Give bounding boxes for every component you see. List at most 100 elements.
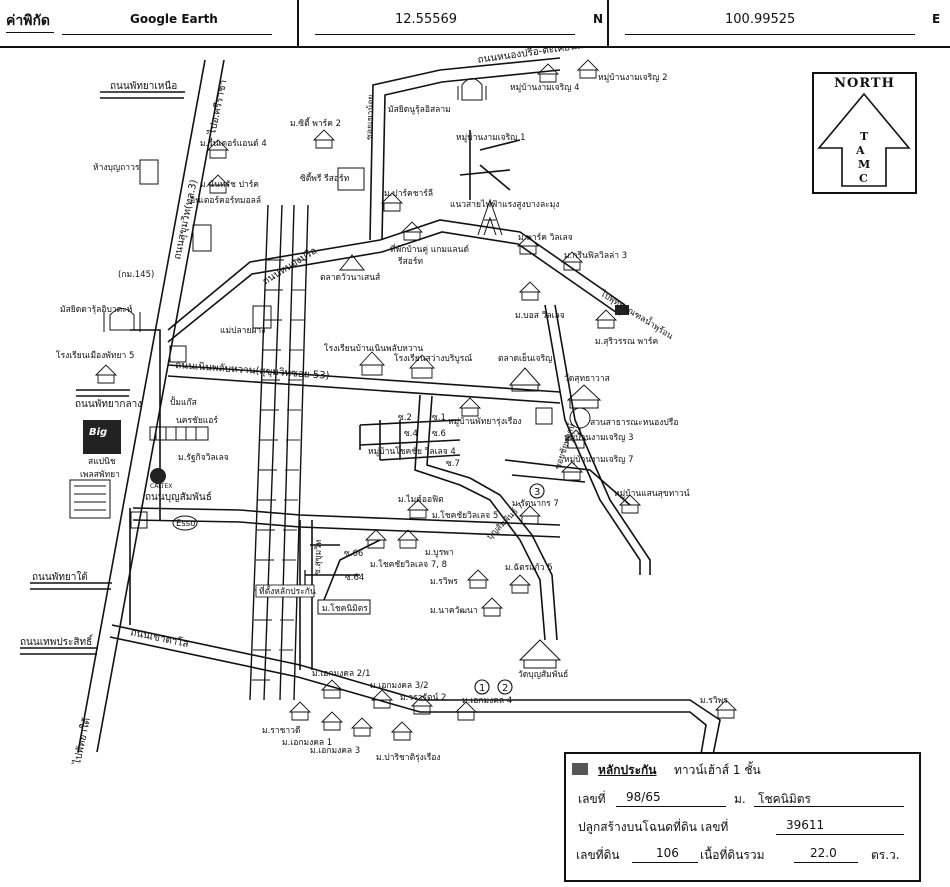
label-soi66: ซ.66 (344, 549, 363, 559)
mall-icon (69, 479, 111, 519)
road-label-soi-sukhumvit: ซ.สุขุมวิท (313, 539, 324, 575)
label-village-saensuk: หมู่บ้านแสนสุขทาวน์ (614, 488, 690, 499)
seven-eleven-icon (535, 407, 553, 425)
marker-3-label: 3 (534, 487, 540, 498)
label-wat-bunsamphan: วัดบุญสัมพันธ์ (518, 669, 568, 680)
landmark-icons (69, 78, 602, 669)
label-m-pruksa: ม.ปาร์คชาร์ลี (384, 188, 433, 199)
label-m-parichart: ม.ปาริชาติรุ่งเรือง (376, 752, 441, 763)
label-village-ngamcharoen7: หมู่บ้านงามเจริญ 7 (564, 454, 634, 465)
label-m-aek32: ม.เอกมงคล 3/2 (370, 681, 429, 691)
compass-letter-t: T (860, 130, 869, 143)
marker-1 (474, 679, 490, 695)
label-m-mike-office: ม.ไมค์ออฟิต (398, 494, 444, 505)
building-icon (139, 159, 365, 252)
label-m-aek3: ม.เอกมงคล 3 (310, 746, 360, 756)
label-m-rajawadee: ม.ราชาวดี (262, 725, 300, 736)
seven-eleven-icon (130, 511, 148, 529)
tree-icon (569, 407, 591, 438)
coord-label: ค่าพิกัด (6, 13, 51, 29)
label-soi2: ซ.2 (398, 413, 412, 423)
label-intersect-mall: อินเตอร์คอร์ทมอลล์ (190, 195, 261, 206)
label-village-ngamcharoen4: หมู่บ้านงามเจริญ 4 (510, 82, 580, 93)
village-value: โชคนิมิตร (758, 792, 811, 806)
label-m-sura: ม.สุริวรรณ พาร์ค (595, 336, 658, 347)
label-m-nanthrai: ม.นันทรัช ปาร์ค (200, 179, 259, 190)
marker-2 (497, 679, 513, 695)
longitude-value: 100.99525 (725, 12, 796, 27)
mosque-icon (103, 308, 141, 332)
label-m-aek4: ม.เอกมงคล 4 (462, 696, 512, 706)
label-market-yen-charoen: ตลาดเย็นเจริญ (498, 352, 552, 364)
label-m-rungruang: หมู่บ้านพัทยารุ่งเรือง (448, 416, 522, 427)
deed-label: ปลูกสร้างบนโฉนดที่ดิน เลขที่ (578, 820, 729, 834)
label-school-nenplab: โรงเรียนบ้านเนินพลับหวาน (324, 343, 423, 354)
market-icon (338, 254, 542, 392)
label-m-ratanakorn7: ม.รัตนากร 7 (512, 499, 559, 509)
header-divider-1 (297, 0, 299, 46)
latitude-dir: N (593, 12, 604, 26)
area-value: 22.0 (810, 846, 837, 860)
road-label-to-banglamung: ไปพุทธมณฑลน้ำพุร้อน (598, 287, 676, 342)
tower-icon (477, 198, 503, 236)
marker-1-label: 1 (479, 683, 485, 694)
label-soi4: ซ.4 (404, 429, 418, 439)
latitude-underline (315, 34, 575, 35)
village-prefix: ม. (734, 792, 746, 806)
label-place-pattaya: เพลสพัทยา (80, 470, 120, 480)
label-village-chokchai4: หมู่บ้านโชคชัย วิลเลจ 4 (368, 446, 456, 457)
compass-letter-c: C (859, 172, 868, 185)
collateral-title: หลักประกัน (598, 763, 657, 777)
label-m-ruenthong: ม.รื่นเดอร์แอนด์ 4 (200, 137, 267, 149)
land-no-label: เลขที่ดิน (576, 848, 620, 862)
label-village-ngamcharoen3: หมู่บ้านงามเจริญ 3 (564, 432, 634, 443)
collateral-info-box: หลักประกัน ทาวน์เฮ้าส์ 1 ชั้น เลขที่ 98/… (564, 752, 921, 882)
label-market-wanaset: ตลาดวัวนาเสนส์ (320, 272, 381, 283)
sukhumvit-road-edge-left (77, 59, 206, 753)
header-bar: ค่าพิกัด Google Earth 12.55569 N 100.995… (0, 0, 950, 48)
longitude-underline (625, 34, 915, 35)
collateral-type: ทาวน์เฮ้าส์ 1 ชั้น (674, 763, 761, 777)
road-label-to-sriracha: ไปอ.ศรีราชา (206, 79, 230, 137)
area-unit: ตร.ว. (871, 848, 900, 862)
label-m-chatkaew5: ม.ฉัตรแก้ว 5 (505, 562, 553, 573)
railway-track (249, 204, 309, 701)
label-m-raviporn-right: ม.รวิพร (700, 696, 728, 706)
label-spanish: สแปนิช (88, 457, 116, 467)
seven-eleven-icon (169, 345, 187, 363)
label-public-park: สวนสาธารณะหนองปรือ (590, 417, 678, 428)
road-label-pattaya-tai: ถนนพัทยาใต้ (32, 571, 88, 583)
site-village-box (317, 599, 371, 615)
collateral-swatch (572, 763, 588, 775)
marker-3 (529, 483, 545, 499)
label-m-nakawan: ม.นาควัฒนา (430, 606, 478, 616)
label-m-park-village: ม.พาร์ค วิลเลจ (518, 232, 573, 243)
site-marker-box (255, 584, 315, 598)
label-big-c-mall: ห้างบุญถาวร (93, 162, 140, 173)
label-m-chokchai5: ม.โชคชัยวิลเลจ 5 (432, 510, 498, 521)
label-m-king-resort: ซิตี้พรี รีสอร์ท (300, 172, 350, 184)
place-labels: มัสยิดนูรุ้ลอิสลาม หมู่บ้านงามเจริญ 1 หม… (56, 72, 728, 763)
signpost-icon (615, 305, 629, 315)
area-label: เนื้อที่ดินรวม (700, 848, 765, 862)
label-soi7: ซ.7 (446, 459, 460, 469)
header-divider-2 (607, 0, 609, 46)
compass-letter-m: M (858, 158, 870, 171)
road-label-to-pattaya-south: ไปพัทยาใต้ (71, 717, 93, 767)
deed-value: 39611 (786, 818, 825, 832)
coord-underline (6, 32, 54, 33)
source-label: Google Earth (130, 12, 218, 26)
compass-letter-a: A (855, 144, 865, 157)
land-no-value: 106 (656, 846, 679, 860)
label-soi64: ซ.64 (345, 573, 364, 583)
label-m-aek1: ม.เอกมงคล 1 (282, 738, 332, 748)
label-site-marker: ที่ตั้งหลักประกัน (259, 585, 316, 597)
label-m-chokchai78: ม.โชคชัยวิลเลจ 7, 8 (370, 559, 447, 570)
label-caltex: CALTEX (150, 483, 172, 490)
label-soi1: ซ.1 (432, 413, 446, 423)
label-restaurant: แม่ปลายผาง (220, 326, 265, 336)
road-label-nongprue: ถนนหนองปรือ-ตะเคียนเตี้ย (476, 46, 593, 66)
mosque-icon (457, 78, 487, 101)
label-school-left: โรงเรียนเมืองพัทยา 5 (56, 350, 134, 361)
label-powerline: แนวสายไฟฟ้าแรงสูงบางละมุง (450, 199, 559, 210)
